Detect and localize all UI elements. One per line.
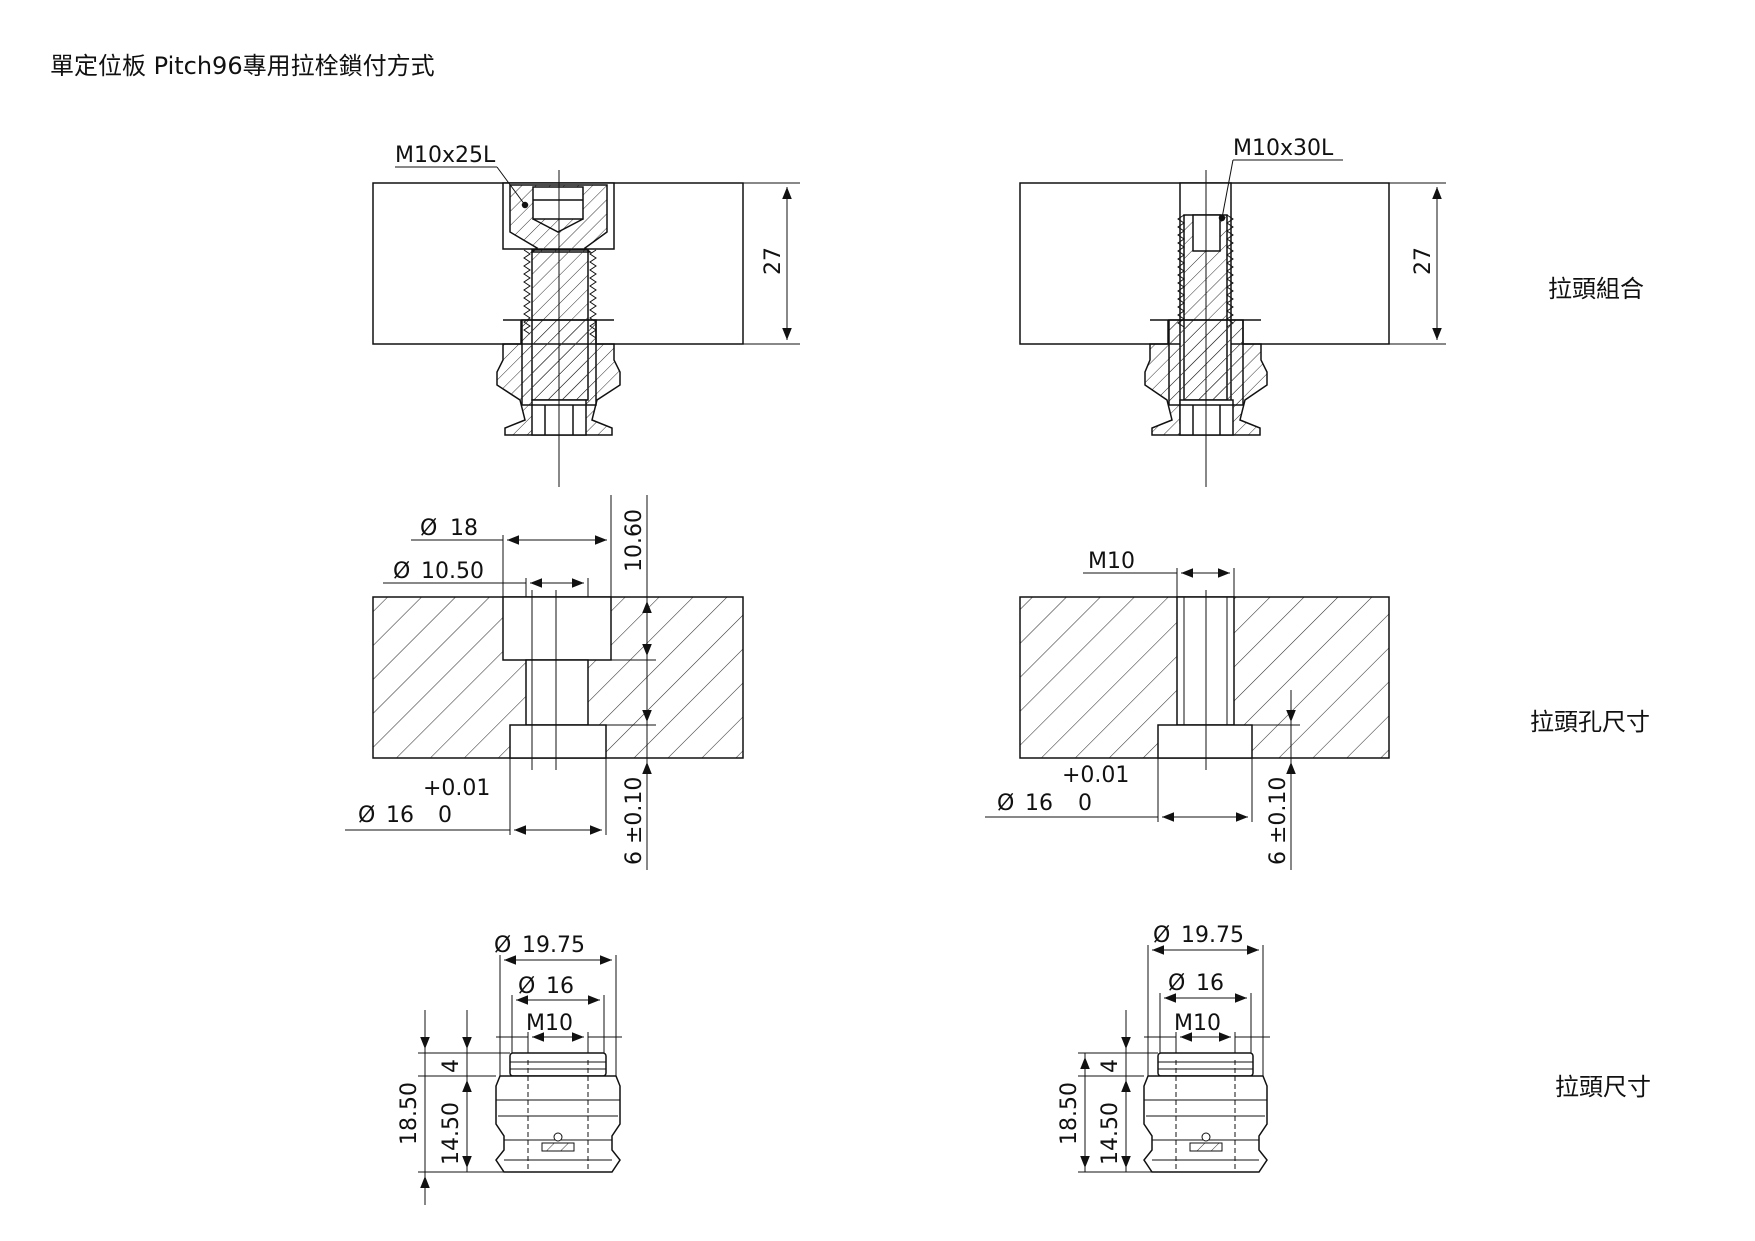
pull-stud-left xyxy=(418,955,622,1205)
row-label-assembly: 拉頭組合 xyxy=(1548,275,1644,303)
pull-right-h-body: 14.50 xyxy=(1098,1102,1123,1165)
pull-right-h-top: 4 xyxy=(1098,1059,1123,1073)
pull-left-d2-symbol: Ø xyxy=(518,974,535,999)
hole-left xyxy=(345,495,744,870)
hole-left-d-outer: 18 xyxy=(450,516,478,541)
hole-left-d-outer-symbol: Ø xyxy=(420,516,437,541)
hole-left-tol-lower: 0 xyxy=(438,803,452,828)
pull-right-d2: 16 xyxy=(1196,971,1224,996)
pull-right-d1: 19.75 xyxy=(1181,923,1244,948)
pull-left-d1-symbol: Ø xyxy=(494,933,511,958)
hole-left-d-inner: 10.50 xyxy=(421,559,484,584)
hole-right-tol-upper: +0.01 xyxy=(1062,763,1129,788)
row-label-hole: 拉頭孔尺寸 xyxy=(1530,708,1650,736)
thickness-label-left: 27 xyxy=(761,247,786,275)
pull-left-d2: 16 xyxy=(546,974,574,999)
hole-left-tol-upper: +0.01 xyxy=(423,776,490,801)
thickness-label-right: 27 xyxy=(1411,247,1436,275)
hole-left-dia: 16 xyxy=(386,803,414,828)
pull-right-h-total: 18.50 xyxy=(1057,1082,1082,1145)
pull-right-d2-symbol: Ø xyxy=(1168,971,1185,996)
assembly-left xyxy=(372,166,800,487)
hole-right-dia-symbol: Ø xyxy=(997,791,1014,816)
bolt-label-left: M10x25L xyxy=(395,143,496,168)
pull-stud-right xyxy=(1078,945,1270,1173)
hole-left-d-inner-symbol: Ø xyxy=(393,559,410,584)
hole-left-dia-symbol: Ø xyxy=(358,803,375,828)
assembly-right xyxy=(1019,159,1446,487)
hole-left-depth-top: 10.60 xyxy=(622,509,647,572)
pull-left-h-body: 14.50 xyxy=(439,1102,464,1165)
hole-left-depth-bottom: 6 ±0.10 xyxy=(622,777,647,865)
pull-left-d1: 19.75 xyxy=(522,933,585,958)
pull-right-thread: M10 xyxy=(1174,1011,1221,1036)
pull-left-thread: M10 xyxy=(526,1011,573,1036)
pull-left-h-total: 18.50 xyxy=(397,1082,422,1145)
hole-right-tol-lower: 0 xyxy=(1078,791,1092,816)
page-title: 單定位板 Pitch96專用拉栓鎖付方式 xyxy=(50,52,435,80)
hole-right-depth-bottom: 6 ±0.10 xyxy=(1266,777,1291,865)
row-label-pull: 拉頭尺寸 xyxy=(1555,1073,1651,1101)
hole-right xyxy=(985,568,1390,870)
pull-left-h-top: 4 xyxy=(439,1059,464,1073)
bolt-label-right: M10x30L xyxy=(1233,136,1334,161)
hole-right-dia: 16 xyxy=(1025,791,1053,816)
pull-right-d1-symbol: Ø xyxy=(1153,923,1170,948)
hole-right-thread: M10 xyxy=(1088,549,1135,574)
